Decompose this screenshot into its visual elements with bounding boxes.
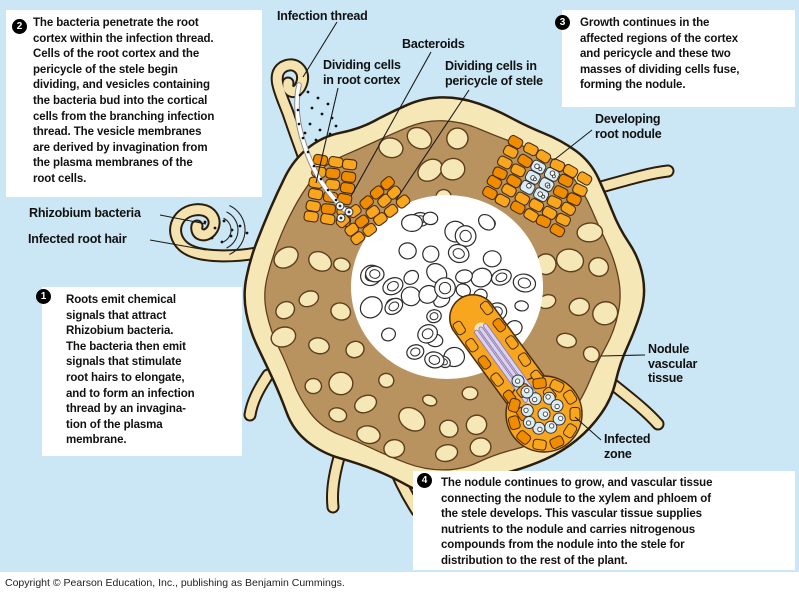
label-infected-root-hair: Infected root hair	[28, 232, 127, 246]
label-developing-root-nodule: Developing root nodule	[595, 112, 662, 141]
label-infection-thread: Infection thread	[277, 9, 368, 23]
label-dividing-cells-pericycle: Dividing cells in pericycle of stele	[445, 59, 543, 88]
label-infected-zone: Infected zone	[604, 432, 651, 461]
label-dividing-cells-root-cortex: Dividing cells in root cortex	[323, 58, 401, 87]
root-cross-section-illustration	[149, 21, 675, 518]
step-4-panel	[413, 471, 795, 570]
step-1-number-badge: 1	[36, 289, 51, 304]
step-4-text: The nodule continues to grow, and vascul…	[441, 477, 713, 567]
label-rhizobium-bacteria: Rhizobium bacteria	[29, 206, 141, 220]
step-1-text: Roots emit chemical signals that attract…	[66, 294, 195, 447]
label-bacteroids: Bacteroids	[402, 37, 465, 51]
step-2-text: The bacteria penetrate the root cortex w…	[33, 17, 215, 185]
step-2-panel	[6, 10, 262, 197]
step-3-number-badge: 3	[555, 15, 570, 30]
step-2-number-badge: 2	[12, 19, 27, 34]
step-3-text: Growth continues in the affected regions…	[580, 17, 740, 92]
label-nodule-vascular-tissue: Nodule vascular tissue	[648, 342, 698, 385]
step-1-panel	[42, 287, 242, 456]
step-4-number-badge: 4	[417, 473, 432, 488]
step-3-panel	[562, 10, 795, 107]
copyright-line: Copyright © Pearson Education, Inc., pub…	[5, 577, 345, 589]
